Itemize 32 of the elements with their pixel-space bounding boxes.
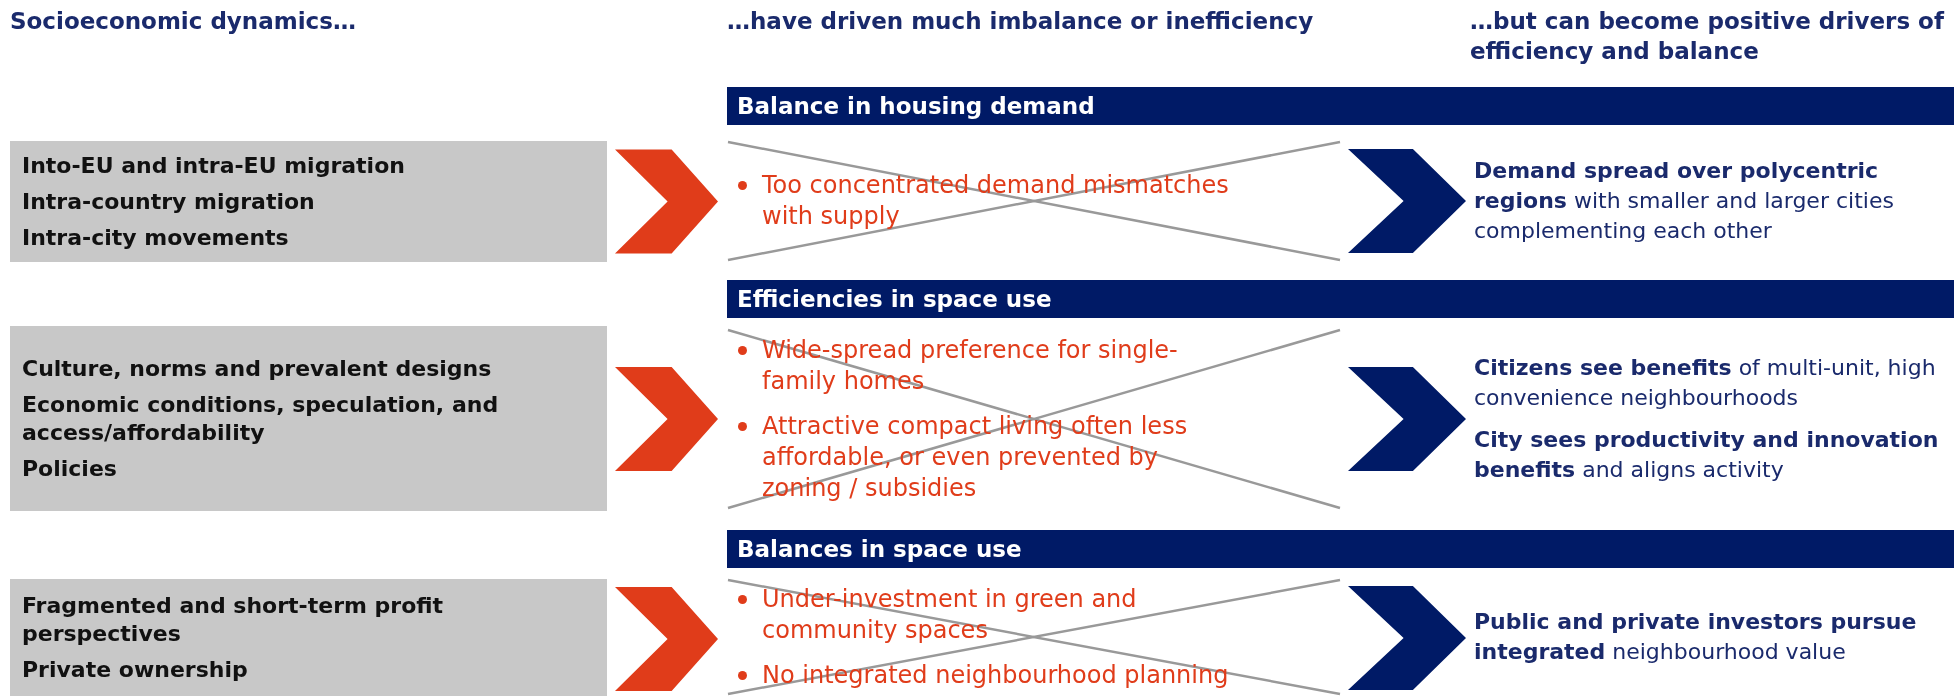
section-header-band: Balances in space use	[727, 530, 1954, 568]
section-header-band: Efficiencies in space use	[727, 280, 1954, 318]
driver-box	[10, 326, 607, 511]
chevron-arrow	[615, 367, 718, 471]
chevron-arrow	[1348, 586, 1466, 690]
driver-text: Culture, norms and prevalent designs	[22, 354, 493, 383]
section-header-band: Balance in housing demand	[727, 87, 1954, 125]
problem-bullet: Too concentrated demand mismatches with supply	[734, 170, 1232, 232]
outcome-text: Citizens see benefits of multi-unit, high convenience neighbourhoods	[1474, 354, 1937, 412]
driver-box	[10, 141, 607, 262]
driver-text: Into-EU and intra-EU migration	[22, 151, 406, 180]
driver-text: Fragmented and short-term profit perspectives	[22, 591, 445, 648]
problem-bullet: Under-investment in green and community spaces	[734, 583, 1232, 646]
driver-text: Intra-country migration	[22, 187, 316, 216]
problem-bullet: Wide-spread preference for single-family homes	[734, 334, 1232, 397]
problem-bullet: No integrated neighbourhood planning	[734, 659, 1232, 691]
driver-text: Intra-city movements	[22, 223, 290, 252]
driver-text: Private ownership	[22, 655, 249, 684]
outcome-text: Demand spread over polycentric regions with smaller and larger cities complementing each other	[1474, 157, 1895, 245]
driver-text: Economic conditions, speculation, and access/affordability	[22, 390, 500, 447]
column-heading: Socioeconomic dynamics…	[10, 7, 357, 36]
problem-bullet: Attractive compact living often less affordable, or even prevented by zoning / subsidies	[734, 410, 1232, 504]
chevron-arrow	[1348, 367, 1466, 471]
column-heading: …but can become positive drivers of efficiency and balance	[1470, 7, 1946, 66]
column-heading: …have driven much imbalance or inefficiency	[727, 7, 1315, 36]
driver-text: Policies	[22, 454, 118, 483]
driver-box	[10, 579, 607, 696]
outcome-text: Public and private investors pursue integrated neighbourhood value	[1474, 608, 1918, 666]
chevron-arrow	[615, 587, 718, 691]
chevron-arrow	[1348, 149, 1466, 253]
outcome-text: City sees productivity and innovation benefits and aligns activity	[1474, 426, 1940, 484]
chevron-arrow	[615, 149, 718, 254]
